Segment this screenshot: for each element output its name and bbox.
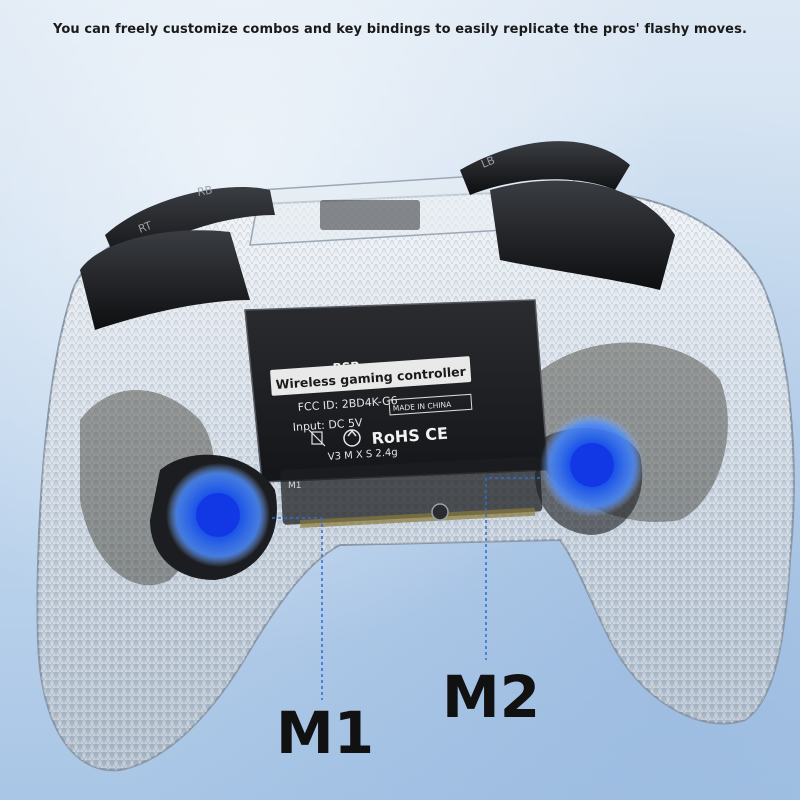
lb-mark: LB	[479, 154, 497, 171]
input-rating-text: Input: DC 5V	[292, 416, 363, 434]
weee-bin-icon	[308, 429, 326, 447]
mode-switch	[431, 503, 449, 521]
recycle-icon	[343, 429, 361, 447]
m2-leader-line	[485, 477, 540, 660]
m1-small-mark: M1	[288, 481, 302, 491]
spec-codes-text: V3 M X S 2.4g	[327, 447, 398, 463]
left-bumper-assembly: RB RT	[80, 184, 275, 330]
made-in-china-text: MADE IN CHINA	[393, 400, 453, 413]
rear-mechanism: M1	[280, 456, 543, 528]
headline-text: You can freely customize combos and key …	[53, 22, 747, 37]
m2-label: M2	[442, 663, 541, 731]
right-bumper-assembly: LB	[460, 141, 675, 290]
m2-back-button[interactable]	[540, 413, 644, 517]
m1-label: M1	[276, 699, 375, 767]
label-plate: BSP Wireless gaming controller FCC ID: 2…	[244, 299, 549, 483]
product-name-badge	[270, 356, 472, 396]
m1-back-button[interactable]	[166, 463, 270, 567]
m1-leader-line	[272, 517, 323, 700]
rb-mark: RB	[196, 184, 213, 199]
rt-mark: RT	[137, 219, 154, 236]
